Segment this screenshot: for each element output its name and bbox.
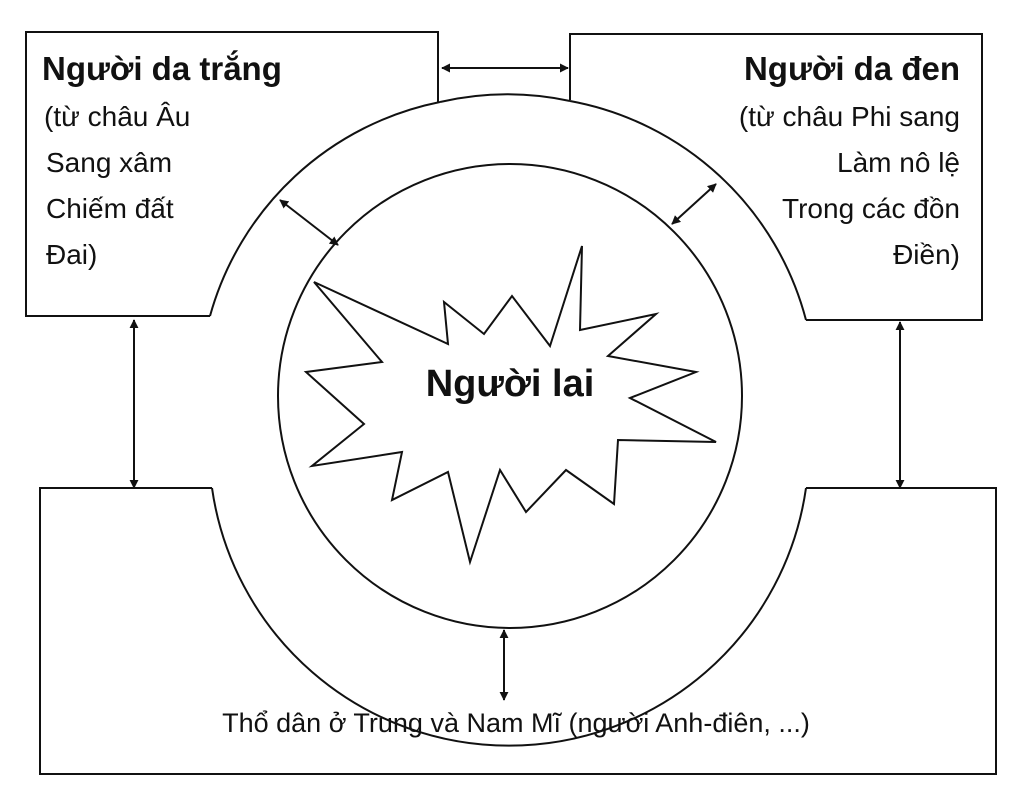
white-people-line-3: Chiếm đất (46, 193, 174, 224)
inner-circle (277, 163, 743, 629)
white-people-title: Người da trắng (42, 50, 282, 87)
outer-ring-arc-left (209, 101, 441, 317)
outer-ring-arc-right (569, 100, 807, 321)
black-people-box (569, 33, 983, 321)
white-people-box (25, 31, 439, 317)
black-people-line-4: Điền) (893, 239, 960, 270)
black-people-line-1: (từ châu Phi sang (739, 101, 960, 132)
arrow-black-mixed (671, 183, 717, 225)
outer-ring-arc-bottom (211, 487, 807, 747)
black-people-title: Người da đen (744, 50, 960, 87)
mixed-people-starburst (303, 245, 717, 566)
mixed-people-label: Người lai (426, 363, 595, 405)
native-people-label: Thổ dân ở Trung và Nam Mĩ (người Anh-điê… (222, 708, 810, 738)
white-people-line-2: Sang xâm (46, 147, 172, 178)
arrow-white-mixed (279, 199, 339, 246)
white-people-line-4: Đai) (46, 239, 97, 270)
native-people-box (39, 487, 997, 775)
black-people-line-3: Trong các đồn (782, 193, 960, 224)
outer-ring-arc-top (439, 93, 571, 103)
black-people-line-2: Làm nô lệ (837, 147, 960, 178)
white-people-line-1: (từ châu Âu (44, 101, 190, 132)
